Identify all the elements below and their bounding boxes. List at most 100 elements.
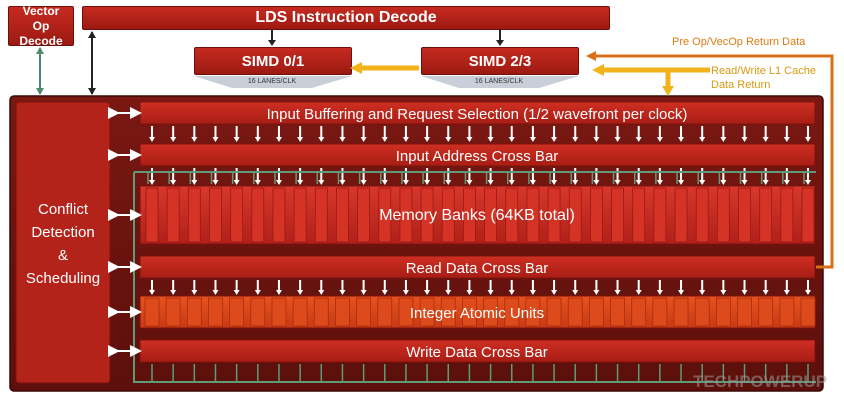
lane-arrowhead <box>424 137 431 142</box>
lane-arrowhead <box>593 290 600 295</box>
atomic-unit <box>673 297 689 327</box>
atomic-unit <box>800 297 816 327</box>
lane-arrowhead <box>572 290 579 295</box>
return-data-label: Pre Op/VecOp Return Data <box>672 36 806 48</box>
memory-bank <box>695 187 709 243</box>
lane-arrowhead <box>614 137 621 142</box>
lane-arrowhead <box>656 180 663 185</box>
memory-bank <box>420 187 434 243</box>
atomic-unit <box>419 297 435 327</box>
lane-arrowhead <box>487 180 494 185</box>
atomic-unit <box>483 297 498 327</box>
memory-bank <box>589 187 603 243</box>
memory-bank <box>738 187 751 243</box>
memory-bank <box>251 187 265 243</box>
lane-arrows-xbar-to-banks <box>149 168 811 185</box>
lane-arrowhead <box>254 290 261 295</box>
lds-instruction-decode-block: LDS Instruction Decode <box>82 6 610 30</box>
lane-arrowhead <box>233 290 240 295</box>
memory-bank <box>399 187 413 243</box>
lane-arrowhead <box>762 290 769 295</box>
atomic-unit <box>758 297 774 327</box>
lane-arrowhead <box>149 180 155 185</box>
memory-bank <box>780 187 794 243</box>
lane-arrowhead <box>614 290 621 295</box>
memory-bank <box>357 187 371 243</box>
lane-arrowhead <box>402 290 409 295</box>
atomic-unit <box>440 297 456 327</box>
memory-bank <box>187 187 201 243</box>
lane-arrowhead <box>360 180 367 185</box>
lane-arrowhead <box>529 137 536 142</box>
simd-2-3-label: SIMD 2/3 <box>468 52 532 70</box>
lane-arrowhead <box>593 137 600 142</box>
atomic-unit <box>165 297 181 327</box>
memory-bank <box>293 187 307 243</box>
lane-arrowhead <box>529 180 536 185</box>
memory-bank <box>611 187 624 243</box>
conflict-panel <box>15 101 111 384</box>
atomic-unit <box>356 297 372 327</box>
memory-bank <box>209 187 222 243</box>
atomic-unit <box>292 297 308 327</box>
lane-arrowhead <box>254 137 261 142</box>
lane-arrowhead <box>805 290 811 295</box>
lane-arrowhead <box>445 290 452 295</box>
lane-arrowhead <box>170 290 177 295</box>
lane-arrowhead <box>551 180 558 185</box>
lane-arrowhead <box>212 137 219 142</box>
memory-bank <box>759 187 773 243</box>
atomic-unit <box>610 297 625 327</box>
simd-0-1-block: SIMD 0/1 <box>194 47 352 75</box>
lane-arrowhead <box>233 137 240 142</box>
lane-arrowhead <box>699 137 706 142</box>
lane-arrowhead <box>783 180 790 185</box>
lane-arrowhead <box>678 290 685 295</box>
lane-arrowhead <box>381 137 388 142</box>
memory-bank <box>230 187 244 243</box>
atomic-unit <box>335 297 350 327</box>
lane-arrowhead <box>783 290 790 295</box>
memory-bank <box>272 187 286 243</box>
lane-arrowhead <box>381 180 388 185</box>
atomic-unit <box>504 297 520 327</box>
memory-bank <box>716 187 730 243</box>
atomic-unit <box>567 297 583 327</box>
lane-arrowhead <box>593 180 600 185</box>
lane-arrowhead <box>402 137 409 142</box>
memory-banks-text: Memory Banks (64KB total) <box>379 207 575 224</box>
lane-arrowhead <box>297 137 304 142</box>
lane-arrowhead <box>445 137 452 142</box>
atomic-unit <box>313 297 329 327</box>
lane-arrowhead <box>275 290 282 295</box>
lane-arrowhead <box>149 137 155 142</box>
memory-bank <box>145 187 159 243</box>
memory-bank-dividers <box>145 187 815 243</box>
lane-arrowhead <box>805 180 811 185</box>
lane-arrowhead <box>508 137 515 142</box>
green-return-bus <box>133 172 816 383</box>
input-address-text: Input Address Cross Bar <box>396 148 559 165</box>
memory-bank <box>526 187 540 243</box>
vector-op-decode-label: Vector Op Decode <box>19 3 63 48</box>
input-buffering-text: Input Buffering and Request Selection (1… <box>267 106 688 123</box>
atomic-unit <box>588 297 604 327</box>
lane-arrowhead <box>699 180 706 185</box>
atomic-unit <box>737 297 752 327</box>
lane-arrowhead <box>762 180 769 185</box>
lane-arrowhead <box>678 180 685 185</box>
lane-arrowhead <box>339 290 346 295</box>
lane-arrowhead <box>720 290 727 295</box>
lane-arrows-read-to-atomic <box>149 280 811 295</box>
memory-bank <box>484 187 497 243</box>
lane-arrowhead <box>275 137 282 142</box>
lane-arrowhead <box>212 290 219 295</box>
lane-arrowhead <box>551 137 558 142</box>
memory-bank <box>505 187 519 243</box>
lane-arrowhead <box>720 180 727 185</box>
atomic-unit <box>250 297 266 327</box>
lane-arrowhead <box>551 290 558 295</box>
memory-bank <box>336 187 349 243</box>
lane-arrowhead <box>487 290 494 295</box>
atomic-unit <box>525 297 541 327</box>
